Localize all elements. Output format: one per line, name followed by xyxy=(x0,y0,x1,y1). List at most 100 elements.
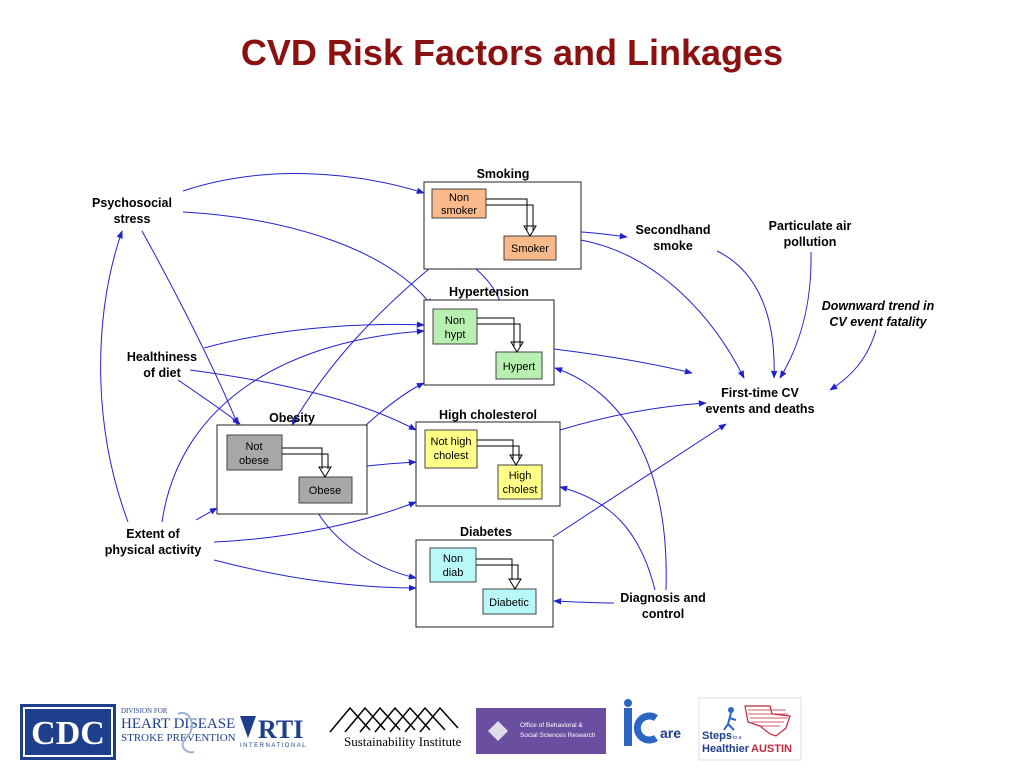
panel-diabetes: Diabetes Non diab Diabetic xyxy=(415,525,554,628)
arrow-stress-obesity xyxy=(141,230,239,426)
panel-hypertension: Hypertension Non hypt Hypert xyxy=(423,285,555,386)
icare-logo: iCare are xyxy=(622,699,692,762)
svg-text:smoker: smoker xyxy=(441,205,477,217)
arrow-obesity-diabetes xyxy=(317,512,417,580)
state-hypert xyxy=(495,351,543,380)
label-diagnosis-control: Diagnosis and xyxy=(620,591,705,605)
svg-text:cholest: cholest xyxy=(503,484,538,496)
arrow-downward-outcome xyxy=(829,329,877,391)
svg-text:CDC: CDC xyxy=(31,715,105,752)
state-not-obese xyxy=(226,434,283,471)
panel-label-cholesterol: High cholesterol xyxy=(439,408,537,422)
svg-text:smoke: smoke xyxy=(653,239,693,253)
svg-text:pollution: pollution xyxy=(784,235,837,249)
svg-text:Not high: Not high xyxy=(431,436,472,448)
heart-disease-division-logo: DIVISION FOR HEART DISEASE STROKE PREVEN… xyxy=(121,707,236,754)
label-physical-activity: Extent of xyxy=(126,527,180,541)
panel-label-smoking: Smoking xyxy=(477,167,530,181)
svg-text:diab: diab xyxy=(443,567,464,579)
panel-smoking: Smoking Non smoker Smoker xyxy=(423,167,582,270)
arrow-cholesterol-outcome xyxy=(559,400,707,431)
rti-logo: RTI INTERNATIONAL xyxy=(240,715,307,749)
arrow-secondhand-outcome xyxy=(716,250,778,379)
arrow-activity-hypertension xyxy=(161,328,425,523)
label-psychosocial-stress: Psychosocial xyxy=(92,196,172,210)
svg-text:Not: Not xyxy=(245,441,262,453)
state-non-diab xyxy=(429,547,477,583)
svg-text:to a: to a xyxy=(733,735,742,741)
cdc-logo: CDC xyxy=(20,704,116,760)
arrow-activity-stress xyxy=(100,230,129,523)
arrow-diet-obesity xyxy=(177,379,241,425)
arrow-activity-cholesterol xyxy=(213,501,417,543)
svg-text:Non: Non xyxy=(449,192,469,204)
factor-labels: Psychosocial stress Healthiness of diet … xyxy=(92,196,935,621)
arrow-obesity-hypertension xyxy=(365,382,425,426)
panel-label-hypertension: Hypertension xyxy=(449,285,529,299)
sustainability-institute-logo: Sustainability Institute xyxy=(329,706,462,749)
steps-healthier-austin-logo: Steps to a Healthier AUSTIN xyxy=(698,697,802,761)
svg-text:High: High xyxy=(509,470,532,482)
arrow-diet-hypertension xyxy=(203,321,425,349)
arrow-pollution-outcome xyxy=(779,251,812,379)
svg-text:Non: Non xyxy=(443,553,463,565)
arrow-diabetes-outcome xyxy=(552,423,727,538)
label-particulate-pollution: Particulate air xyxy=(769,219,852,233)
label-downward-trend: Downward trend in xyxy=(822,299,935,313)
state-high-cholest xyxy=(497,464,543,500)
page-title: CVD Risk Factors and Linkages xyxy=(240,32,784,73)
svg-text:INTERNATIONAL: INTERNATIONAL xyxy=(240,743,307,749)
svg-text:Diabetic: Diabetic xyxy=(489,597,529,609)
svg-text:Obese: Obese xyxy=(309,485,341,497)
arrow-obesity-cholesterol xyxy=(366,459,417,467)
arrow-smoking-secondhand xyxy=(580,231,628,240)
state-non-smoker xyxy=(431,188,487,219)
svg-text:hypt: hypt xyxy=(445,329,466,341)
arrow-stress-smoking xyxy=(182,173,425,194)
arrow-diagnosis-hypertension xyxy=(554,367,667,591)
sponsor-logos: CDC DIVISION FOR HEART DISEASE STROKE PR… xyxy=(20,697,802,762)
svg-text:Office of Behavioral &: Office of Behavioral & xyxy=(520,722,583,729)
panel-label-diabetes: Diabetes xyxy=(460,525,512,539)
arrow-diet-cholesterol xyxy=(189,369,417,431)
svg-text:DIVISION FOR: DIVISION FOR xyxy=(121,707,168,715)
svg-text:Social Sciences Research: Social Sciences Research xyxy=(520,732,596,739)
arrow-smoking-outcome xyxy=(580,239,745,379)
svg-text:control: control xyxy=(642,607,684,621)
svg-text:obese: obese xyxy=(239,455,269,467)
svg-text:Non: Non xyxy=(445,315,465,327)
arrow-smoking-obesity xyxy=(291,267,431,426)
state-not-high-cholest xyxy=(424,429,478,469)
arrow-diagnosis-diabetes xyxy=(553,598,615,605)
obssr-logo: Office of Behavioral & Social Sciences R… xyxy=(476,708,606,754)
svg-text:cholest: cholest xyxy=(434,450,469,462)
risk-factor-diagram: Smoking Non smoker Smoker Hypertension N… xyxy=(92,167,935,628)
arrow-diagnosis-cholesterol xyxy=(559,485,656,591)
arrow-activity-diabetes xyxy=(213,559,417,592)
state-smoker xyxy=(503,235,557,261)
state-diabetic xyxy=(482,588,537,615)
label-healthiness-of-diet: Healthiness xyxy=(127,350,197,364)
linkage-arrows xyxy=(100,173,877,605)
svg-text:Sustainability Institute: Sustainability Institute xyxy=(344,734,462,749)
svg-text:CV event fatality: CV event fatality xyxy=(829,315,927,329)
svg-text:of diet: of diet xyxy=(143,366,181,380)
panel-obesity: Obesity Not obese Obese xyxy=(216,411,368,515)
svg-text:RTI: RTI xyxy=(258,715,303,744)
label-secondhand-smoke: Secondhand xyxy=(635,223,710,237)
svg-text:AUSTIN: AUSTIN xyxy=(751,743,792,755)
state-obese xyxy=(298,476,353,504)
arrow-stress-hypertension xyxy=(182,211,433,307)
svg-text:physical activity: physical activity xyxy=(105,543,202,557)
svg-text:HEART DISEASE: HEART DISEASE xyxy=(121,716,235,732)
svg-text:STROKE PREVENTION: STROKE PREVENTION xyxy=(121,732,236,744)
arrow-activity-obesity xyxy=(195,507,218,521)
arrow-hypertension-outcome xyxy=(553,348,693,375)
svg-text:are: are xyxy=(660,725,681,741)
panel-label-obesity: Obesity xyxy=(269,411,315,425)
svg-text:stress: stress xyxy=(114,212,151,226)
svg-text:Hypert: Hypert xyxy=(503,361,535,373)
svg-text:Smoker: Smoker xyxy=(511,243,549,255)
state-non-hypt xyxy=(432,308,478,345)
svg-text:events and deaths: events and deaths xyxy=(705,402,814,416)
